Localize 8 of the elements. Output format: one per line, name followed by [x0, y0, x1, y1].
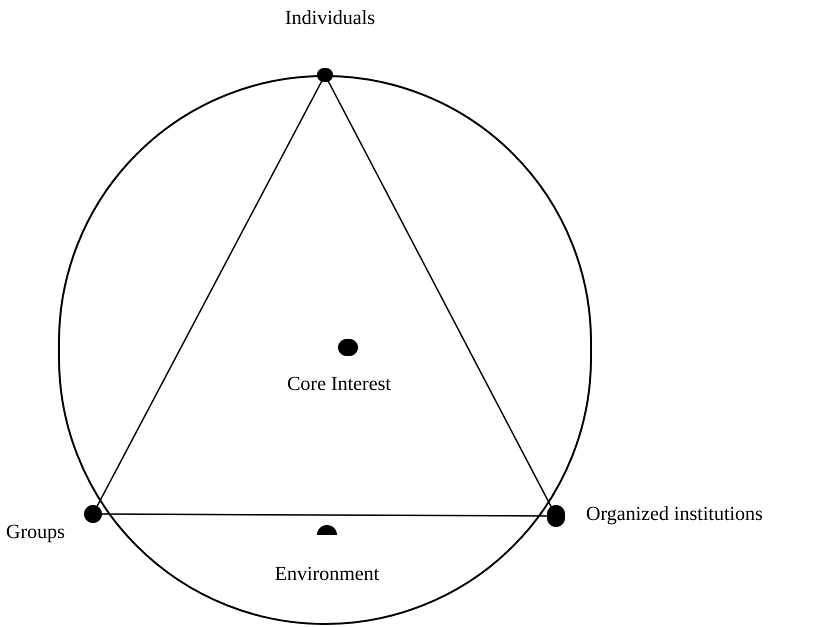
node-label: Individuals [284, 6, 376, 31]
node-label: Environment [274, 562, 380, 587]
node-label: Core Interest [286, 372, 392, 397]
node-label: Organized institutions [586, 502, 764, 527]
triangle-side [96, 80, 322, 506]
triangle-side [328, 80, 552, 508]
triangle-side [102, 513, 547, 517]
node-label: Groups [6, 520, 66, 545]
